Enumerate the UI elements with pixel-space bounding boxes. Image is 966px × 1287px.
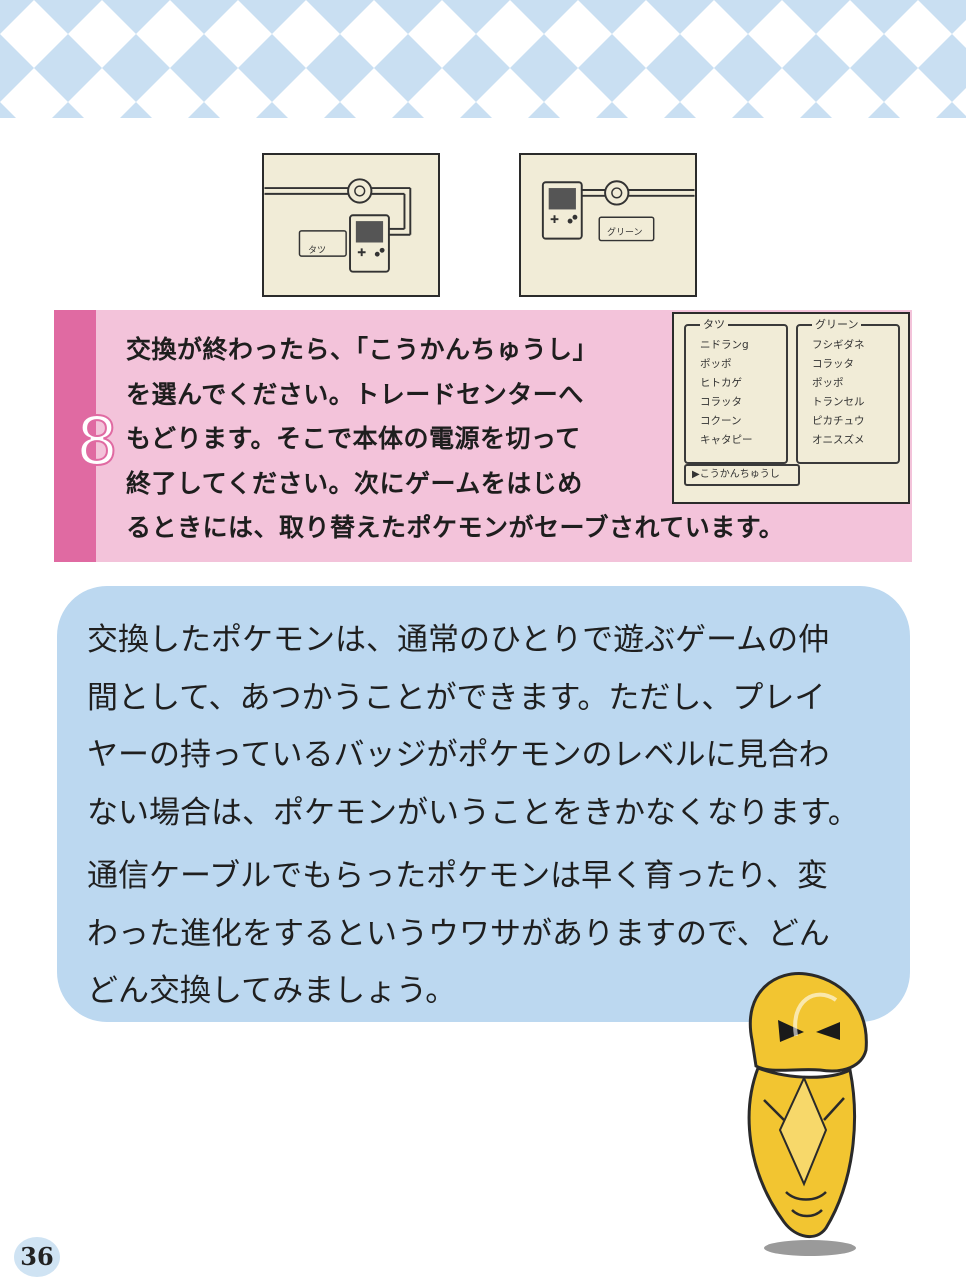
- party-pokemon: コクーン: [700, 415, 742, 427]
- info-line: ヤーの持っているバッジがポケモンのレベルに見合わ: [87, 737, 830, 773]
- link-cable-illustration: [264, 178, 412, 273]
- left-party-panel: タツ ニドランg ポッポ ヒトカゲ コラッタ コクーン キャタピー: [684, 316, 788, 464]
- cancel-trade-option: ▶こうかんちゅうし: [684, 464, 800, 486]
- info-line: 間として、あつかうことができます。ただし、プレイ: [87, 679, 826, 716]
- step-line: 交換が終わったら、「こうかんちゅうし」: [126, 335, 599, 364]
- info-box: 交換したポケモンは、通常のひとりで遊ぶゲームの仲 間として、あつかうことができま…: [57, 586, 910, 1022]
- party-pokemon: コラッタ: [700, 396, 742, 408]
- trade-menu-screen: タツ ニドランg ポッポ ヒトカゲ コラッタ コクーン キャタピー グリーン フ…: [672, 312, 910, 504]
- diamond-pattern: [0, 0, 966, 118]
- right-party-panel: グリーン フシギダネ コラッタ ポッポ トランセル ピカチュウ オニスズメ: [796, 316, 900, 464]
- right-party-header: グリーン: [812, 316, 862, 332]
- party-pokemon: オニスズメ: [812, 434, 865, 446]
- info-line: どん交換してみましょう。: [87, 973, 457, 1009]
- link-screen-left: タツ: [262, 153, 440, 297]
- party-pokemon: ポッポ: [812, 377, 844, 389]
- diamond-banner: [0, 0, 966, 118]
- left-player-label: タツ: [308, 246, 327, 256]
- party-pokemon: ピカチュウ: [812, 415, 865, 427]
- party-pokemon: キャタピー: [700, 434, 753, 446]
- info-line: わった進化をするというウワサがありますので、どん: [87, 915, 830, 952]
- party-pokemon: ニドランg: [700, 339, 749, 351]
- info-text: 交換したポケモンは、通常のひとりで遊ぶゲームの仲 間として、あつかうことができま…: [87, 612, 887, 1021]
- step-line: を選んでください。トレードセンターへ: [126, 379, 584, 409]
- step-line: 終了してください。次にゲームをはじめ: [126, 468, 583, 498]
- party-pokemon: ポッポ: [700, 358, 732, 370]
- party-pokemon: ヒトカゲ: [700, 377, 742, 389]
- kakuna-icon: [747, 972, 868, 1256]
- kakuna-illustration: [720, 970, 880, 1260]
- step-number-bar: [54, 310, 96, 562]
- right-player-label: グリーン: [607, 228, 643, 238]
- party-pokemon: フシギダネ: [812, 339, 865, 351]
- link-cable-illustration-right: [541, 180, 695, 242]
- page-number: 36: [14, 1237, 60, 1277]
- step-line: もどります。そこで本体の電源を切って: [126, 424, 581, 453]
- left-party-header: タツ: [700, 316, 728, 332]
- info-line: 交換したポケモンは、通常のひとりで遊ぶゲームの仲: [87, 622, 830, 658]
- step-line: るときには、取り替えたポケモンがセーブされています。: [126, 513, 785, 542]
- party-pokemon: コラッタ: [812, 358, 854, 370]
- party-pokemon: トランセル: [812, 396, 865, 408]
- link-screen-right: グリーン: [519, 153, 697, 297]
- step-number: 8: [75, 402, 119, 481]
- info-line: 通信ケーブルでもらったポケモンは早く育ったり、変: [87, 858, 828, 894]
- step-instructions: 交換が終わったら、「こうかんちゅうし」 を選んでください。トレードセンターへ も…: [126, 328, 784, 551]
- info-line: ない場合は、ポケモンがいうことをきかなくなります。: [87, 794, 859, 831]
